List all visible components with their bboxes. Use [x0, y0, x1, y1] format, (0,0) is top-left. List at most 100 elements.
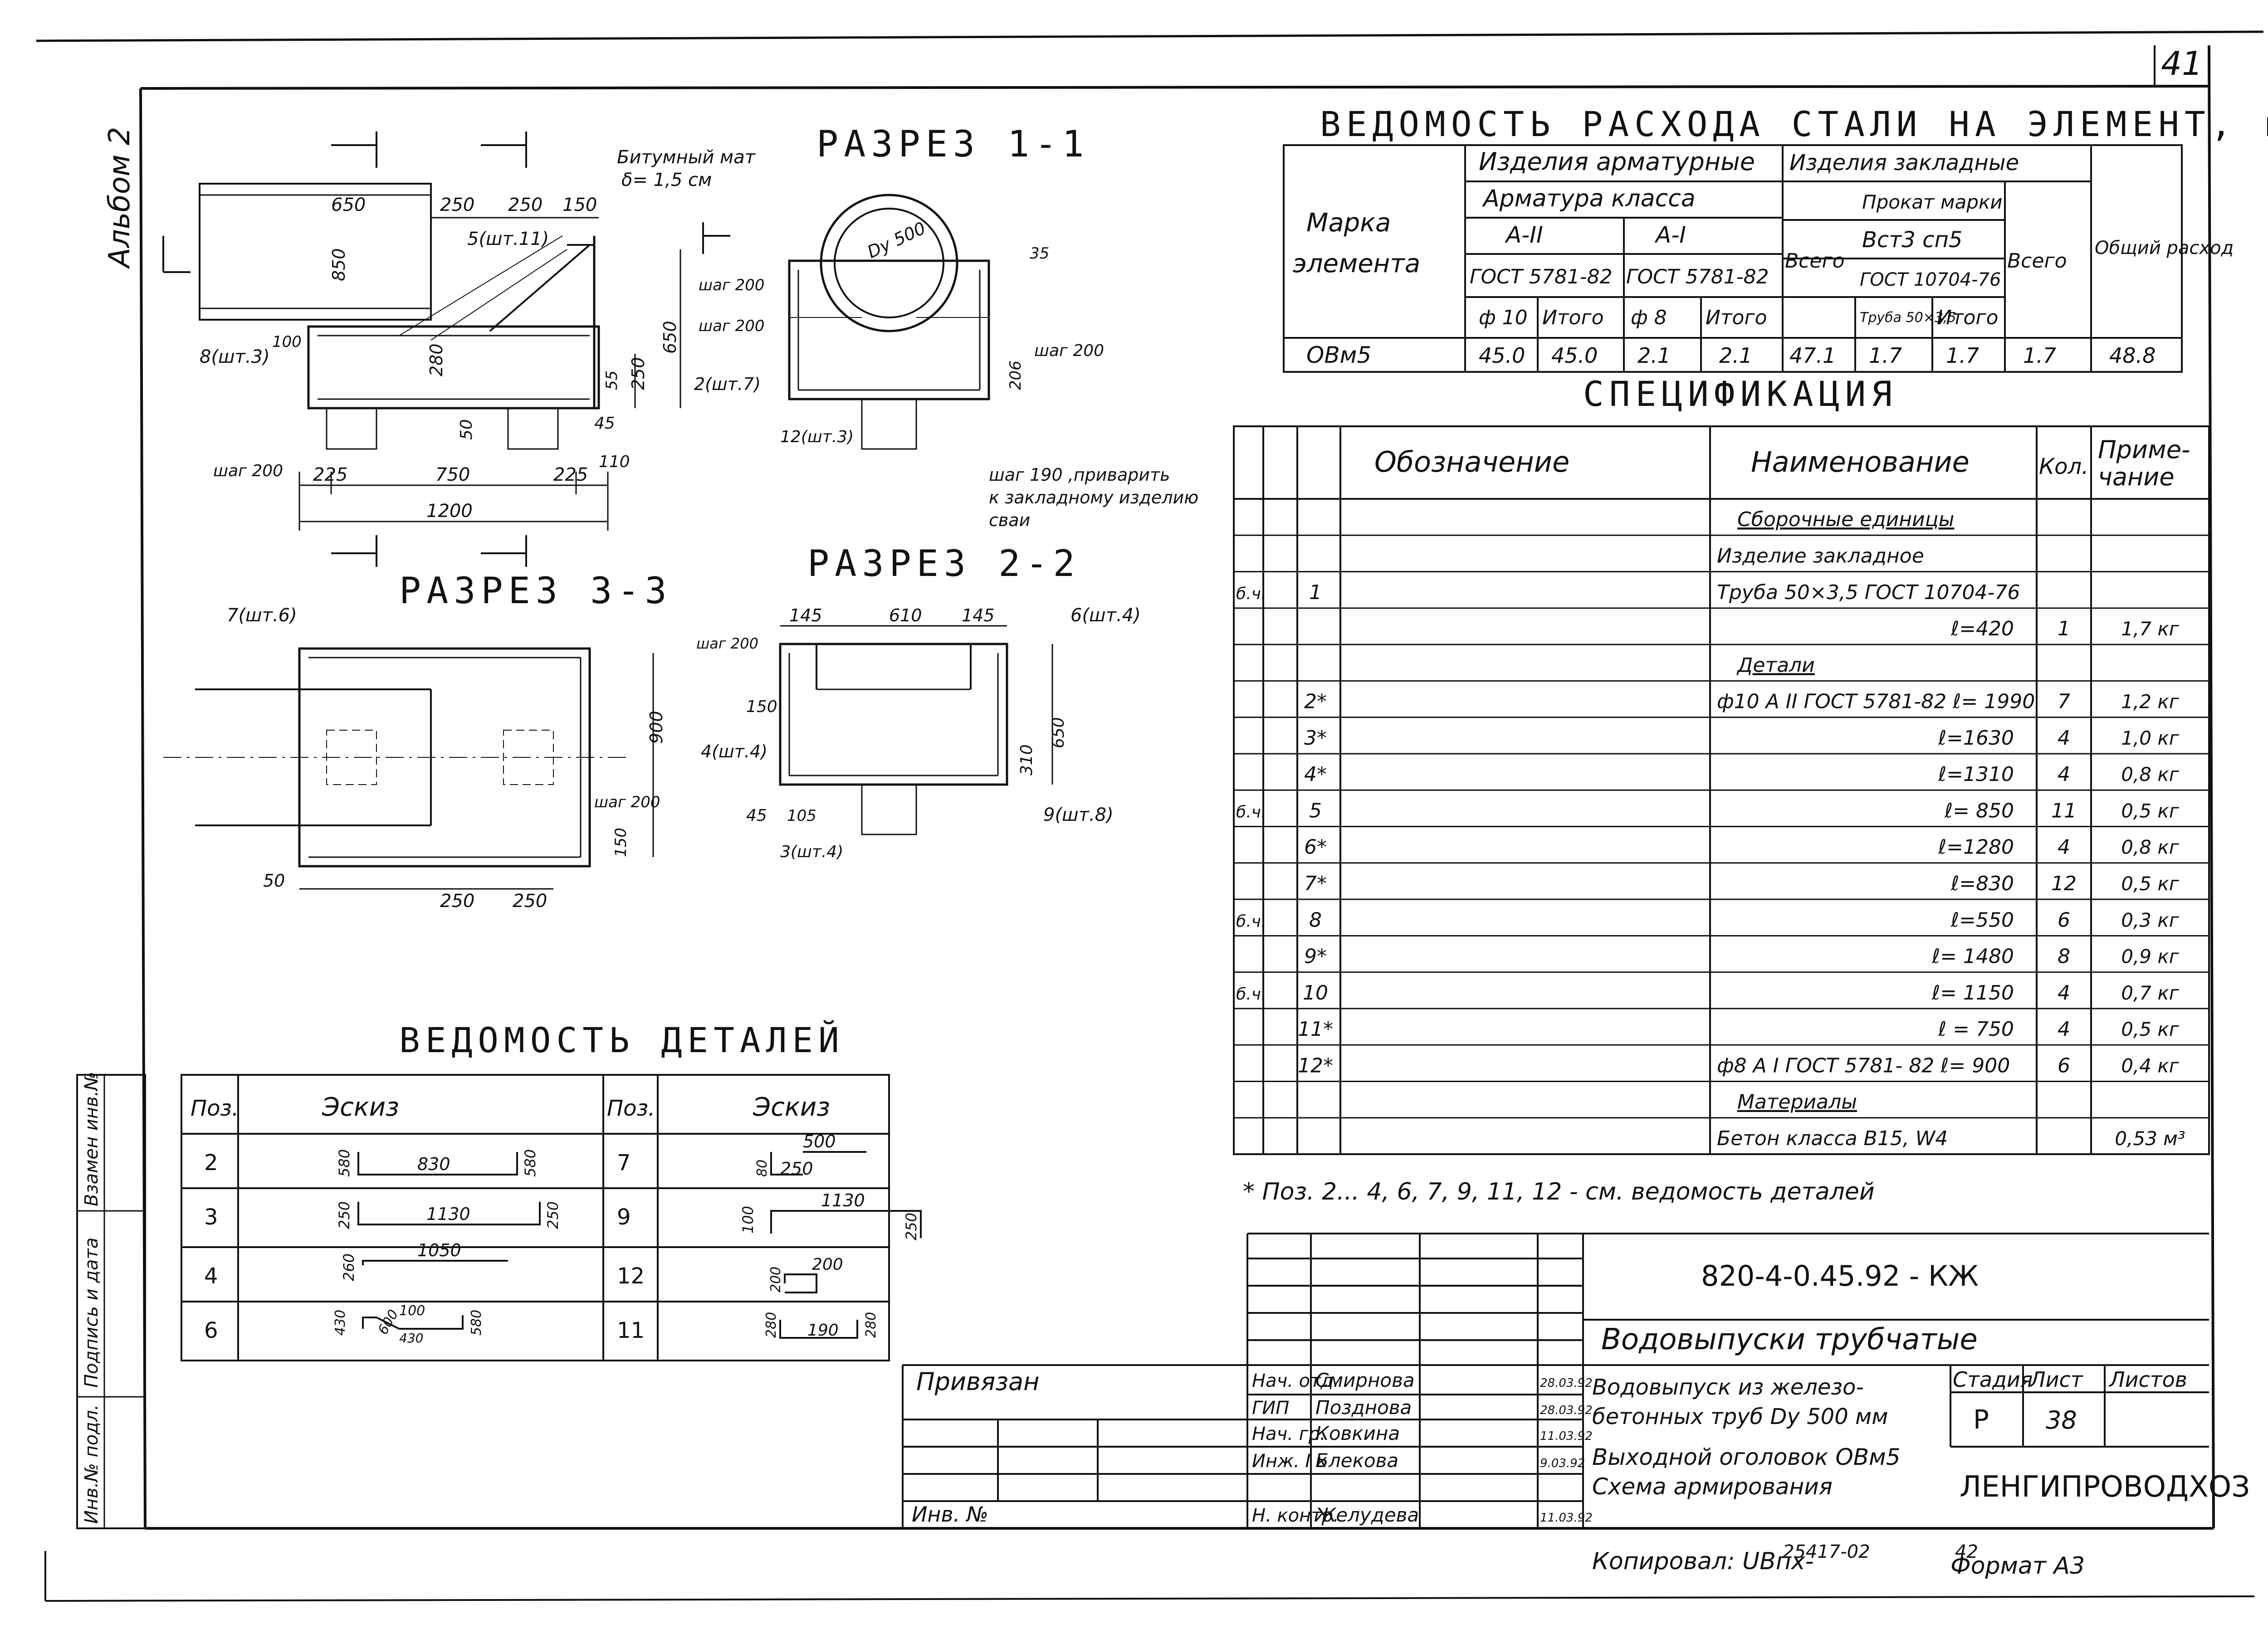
spec-row-pos: 2*: [1304, 690, 1327, 713]
steel-itogo1: Итого: [1542, 306, 1604, 329]
spec-row-name: ф10 А II ГОСТ 5781-82 ℓ= 1990: [1717, 690, 2035, 713]
detail-right-0-pos: 7: [617, 1150, 631, 1176]
spec-row-format: б.ч.: [1236, 985, 1266, 1004]
dim-650: 650: [331, 195, 366, 215]
spec-row-name: ℓ=1310: [1938, 763, 2014, 786]
stage-header: Стадия: [1953, 1367, 2033, 1392]
steel-row-v5: 47.1: [1789, 343, 1836, 368]
dim-110: 110: [599, 453, 630, 471]
dim-100: 100: [272, 333, 302, 351]
dim-105: 105: [787, 807, 816, 825]
privyazan-label: Привязан: [916, 1367, 1039, 1396]
dim-250b: 250: [508, 195, 543, 215]
detail-left-2-pos: 4: [204, 1263, 218, 1289]
d3-a: 250: [336, 1201, 353, 1229]
detail-sketches: [357, 1151, 922, 1339]
spec-row-name: ℓ= 1480: [1931, 945, 2014, 968]
spec-row-qty: 4: [2058, 727, 2070, 750]
title-block-name: Блекова: [1315, 1449, 1398, 1472]
title-block-role: ГИП: [1252, 1398, 1289, 1419]
steel-st3: Вст3 сп5: [1862, 227, 1962, 253]
dim-1200: 1200: [426, 501, 473, 522]
stage-value: Р: [1973, 1404, 1989, 1435]
spec-row-qty: 4: [2058, 836, 2070, 859]
copy-number: 25417-02: [1783, 1541, 1870, 1562]
step-200-e: шаг 200: [594, 793, 660, 811]
steel-rebar-h: Изделия арматурные: [1479, 147, 1755, 176]
title-block-name: Ковкина: [1315, 1422, 1400, 1444]
inv-no-label: Инв. №: [912, 1502, 988, 1527]
spec-row-name: Материалы: [1737, 1091, 1857, 1114]
title-block-name: Позднова: [1315, 1396, 1412, 1419]
dim-55: 55: [603, 371, 621, 390]
steel-total-embedded: Всего: [2007, 249, 2067, 273]
spec-h-note-1: Приме-: [2098, 435, 2190, 464]
spec-h-designation: Обозначение: [1374, 445, 1569, 478]
dy500-label: Dу 500: [864, 218, 929, 263]
spec-row-pos: 10: [1303, 981, 1328, 1005]
pos-2-7: 2(шт.7): [694, 374, 761, 394]
spec-row-note: 0,5 кг: [2121, 873, 2180, 895]
stamp-sign-date: Подпись и дата: [81, 1238, 102, 1388]
spec-row-note: 0,3 кг: [2121, 909, 2180, 931]
sheet-value: 38: [2046, 1406, 2077, 1434]
dim-50: 50: [457, 419, 476, 440]
doc-series: Водовыпуски трубчатые: [1601, 1323, 1978, 1356]
dim-45: 45: [594, 414, 615, 433]
spec-row-qty: 4: [2058, 1018, 2070, 1041]
dim-650c: 650: [1049, 717, 1068, 748]
organization: ЛЕНГИПРОВОДХОЗ: [1960, 1470, 2250, 1504]
title-block-date: 9.03.92: [1540, 1457, 1585, 1470]
spec-row-name: Изделие закладное: [1717, 544, 1924, 567]
spec-row-note: 0,8 кг: [2121, 763, 2180, 785]
steel-rebar-class: Арматура класса: [1482, 185, 1696, 212]
steel-gost-profile: ГОСТ 10704-76: [1860, 269, 2001, 290]
steel-row-v1: 45.0: [1479, 343, 1525, 368]
desc-4: Схема армирования: [1592, 1473, 1833, 1500]
spec-row-name: ℓ= 850: [1944, 799, 2014, 822]
step-200-f: шаг 200: [696, 635, 758, 652]
dim-35: 35: [1030, 244, 1049, 263]
detail-right-3-pos: 11: [617, 1318, 645, 1343]
steel-grand-total: Общий расход: [2095, 238, 2234, 259]
spec-row-pos: 4*: [1304, 763, 1327, 786]
step-200-c: шаг 200: [699, 317, 765, 335]
d11-c: 280: [863, 1312, 879, 1338]
dim-50b: 50: [263, 871, 285, 891]
dim-310: 310: [1017, 744, 1036, 776]
detail-left-1-pos: 3: [204, 1205, 218, 1230]
d2-c: 580: [522, 1149, 539, 1177]
steel-profile-mark: Прокат марки: [1862, 191, 2003, 213]
title-block-role: Инж. I к: [1252, 1451, 1327, 1472]
album-label: Альбом 2: [103, 127, 137, 269]
d3-b: 1130: [426, 1204, 470, 1224]
elevation-drawing: [162, 132, 681, 567]
dim-150: 150: [562, 195, 597, 215]
spec-row-pos: 9*: [1304, 945, 1327, 968]
details-title: ВЕДОМОСТЬ ДЕТАЛЕЙ: [399, 1019, 845, 1060]
detail-right-2-pos: 12: [617, 1263, 645, 1289]
dim-750: 750: [435, 464, 470, 485]
spec-row-pos: 11*: [1298, 1018, 1333, 1041]
dim-900: 900: [646, 711, 666, 744]
details-table: [181, 1074, 890, 1361]
bitum-delta: δ= 1,5 см: [621, 170, 712, 190]
title-block-name: Желудева: [1314, 1504, 1419, 1526]
weld-note-2: к закладному изделию: [989, 488, 1198, 507]
dim-150b: 150: [746, 697, 777, 716]
step-200-a: шаг 200: [213, 462, 283, 480]
copy-number-2: 42: [1955, 1541, 1978, 1562]
d7-c: 500: [803, 1132, 836, 1151]
d6-b: 600: [375, 1307, 402, 1337]
dim-225a: 225: [313, 464, 347, 485]
spec-footnote: * Поз. 2... 4, 6, 7, 9, 11, 12 - см. вед…: [1243, 1178, 1875, 1205]
detail-right-1-pos: 9: [617, 1205, 631, 1230]
section-1-1-drawing: [702, 194, 990, 450]
spec-row-format: б.ч.: [1236, 912, 1266, 931]
d11-a: 280: [763, 1312, 779, 1338]
pos-8-3: 8(шт.3): [200, 346, 270, 367]
desc-3: Выходной оголовок ОВм5: [1592, 1444, 1901, 1470]
step-200-d: шаг 200: [1034, 341, 1104, 360]
pos-7-6: 7(шт.6): [227, 605, 297, 626]
